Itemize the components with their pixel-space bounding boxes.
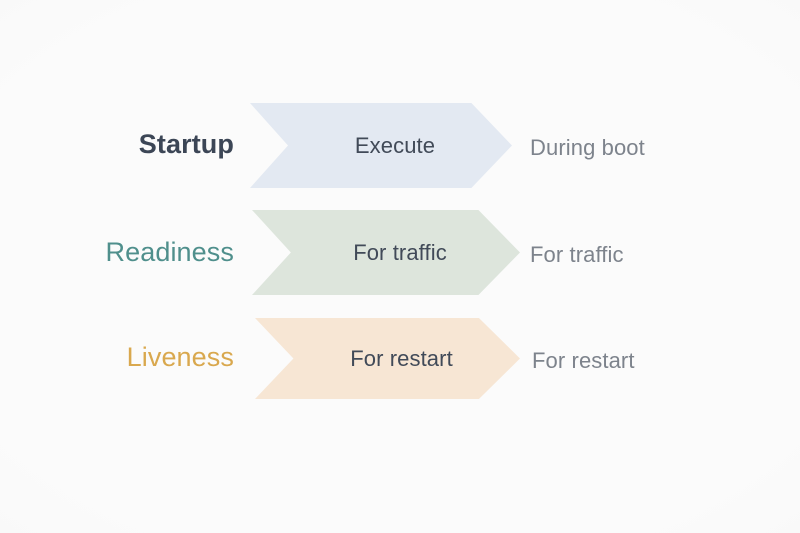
stage-label-startup: Startup xyxy=(138,129,234,159)
chevron-shape-liveness: For restart xyxy=(255,318,520,399)
chevron-shape-readiness: For traffic xyxy=(252,210,520,295)
stage-caption-startup: During boot xyxy=(530,135,645,160)
stage-row-liveness: Liveness For restart For restart xyxy=(0,318,800,399)
chevron-text-startup: Execute xyxy=(354,132,436,158)
stage-label-readiness: Readiness xyxy=(105,237,234,267)
stage-label-liveness: Liveness xyxy=(126,342,234,372)
stage-caption-readiness: For traffic xyxy=(530,242,624,267)
chevron-shape-startup: Execute xyxy=(250,103,512,188)
chevron-text-liveness: For restart xyxy=(350,345,453,371)
chevron-text-readiness: For traffic xyxy=(353,239,447,265)
stage-row-readiness: Readiness For traffic For traffic xyxy=(0,210,800,295)
stage-row-startup: Startup Execute During boot xyxy=(0,103,800,188)
stage-caption-liveness: For restart xyxy=(532,348,635,373)
